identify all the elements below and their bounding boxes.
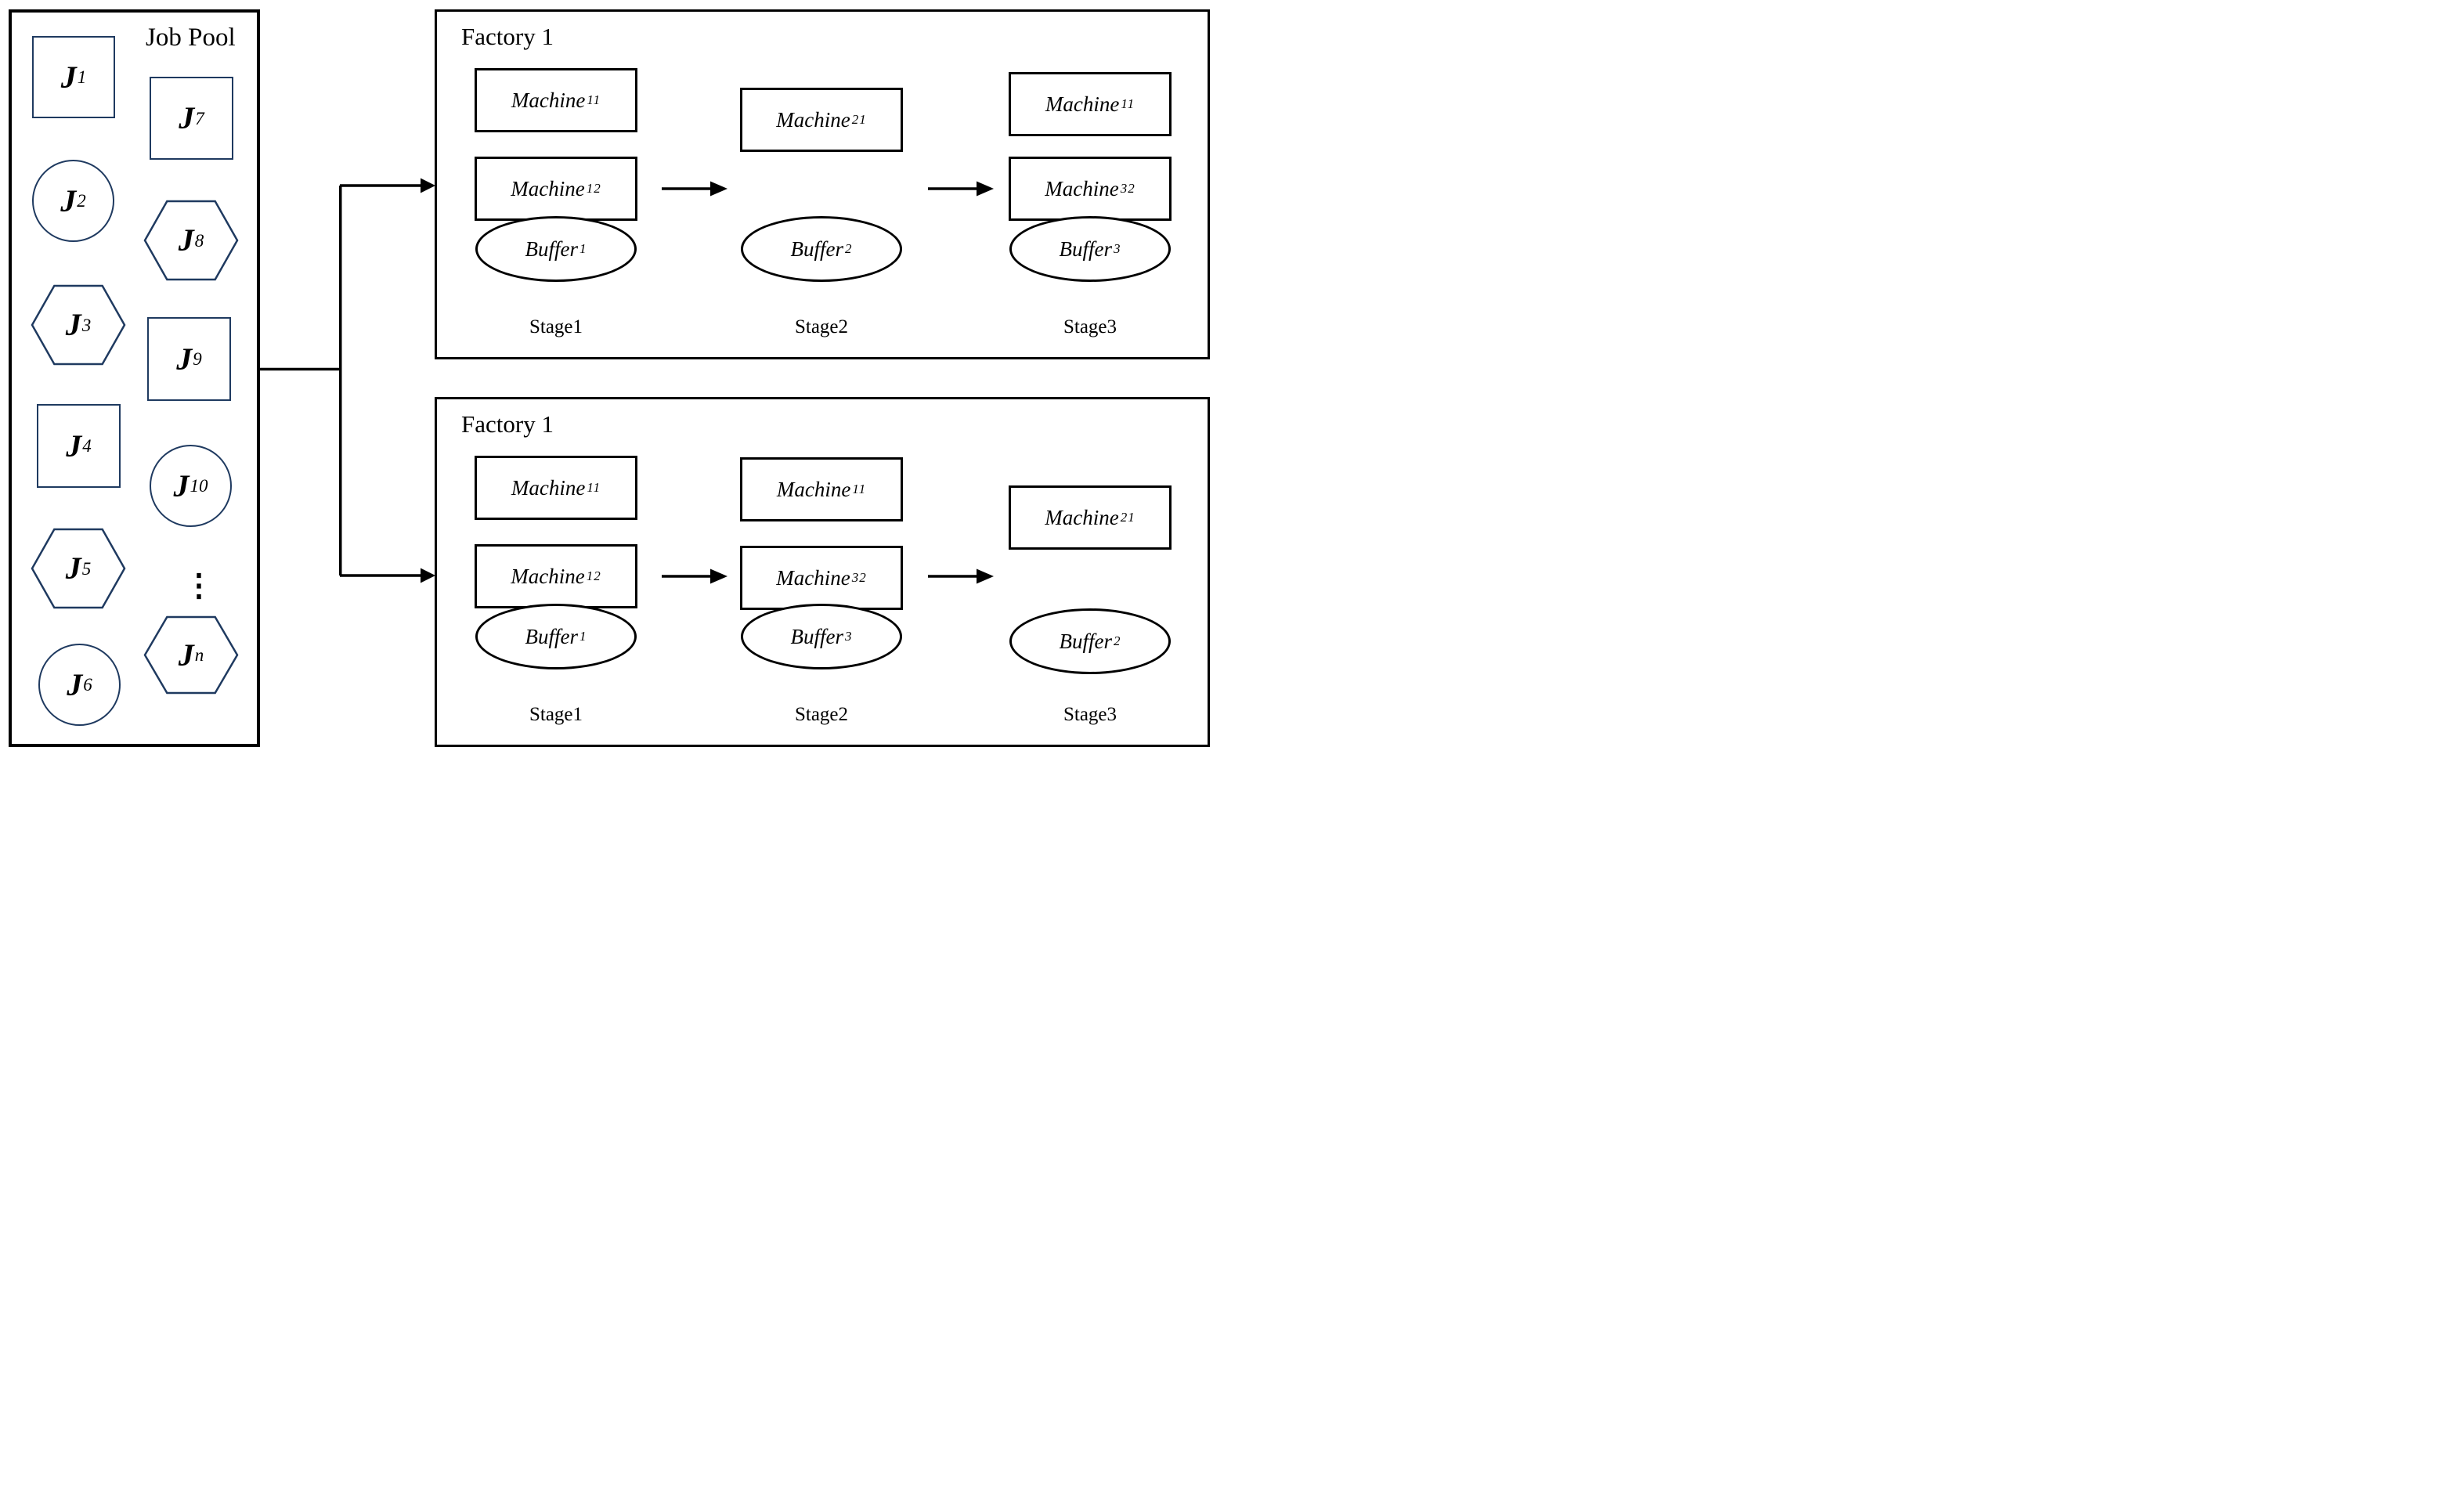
stage-label-f2-s2: Stage2 (794, 704, 849, 725)
job-pool-title: Job Pool (146, 23, 236, 52)
job-pool-ellipsis: ⋮ (183, 568, 215, 603)
job-shape-j9-square (147, 317, 231, 401)
job-shape-j10-circle (150, 445, 232, 527)
factory-2-title: Factory 1 (461, 410, 554, 438)
branch-arrow-top-head (421, 178, 435, 193)
job-shape-j7-square (150, 77, 233, 160)
stage-label-f2-s3: Stage3 (1063, 704, 1117, 725)
stage-label-f2-s1: Stage1 (529, 704, 583, 725)
stage-label-f1-s1: Stage1 (529, 316, 583, 337)
branch-arrow-bottom-head (421, 568, 435, 583)
stage-label-f1-s3: Stage3 (1063, 316, 1117, 337)
stage-label-f1-s2: Stage2 (794, 316, 849, 337)
factory-1-title: Factory 1 (461, 23, 554, 50)
job-shape-j6-circle (38, 644, 121, 726)
job-shape-j2-circle (32, 160, 114, 242)
job-shape-j4-square (37, 404, 121, 488)
job-shape-j1-square (32, 36, 115, 118)
